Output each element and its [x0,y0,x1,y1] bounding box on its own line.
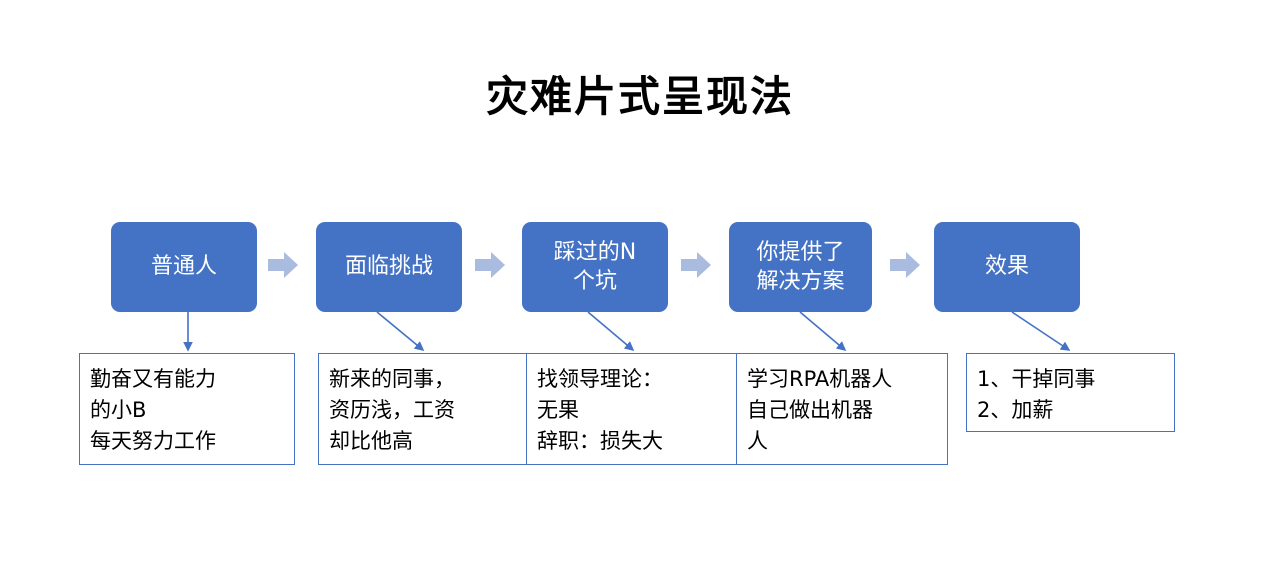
stage-box-普通人[interactable]: 普通人 [111,222,257,312]
connector-5 [1011,311,1071,351]
connector-3 [587,311,635,352]
detail-box-4[interactable]: 学习RPA机器人 自己做出机器 人 [736,353,948,465]
detail-box-5[interactable]: 1、干掉同事 2、加薪 [966,353,1175,432]
detail-box-3[interactable]: 找领导理论： 无果 辞职：损失大 [526,353,737,465]
stage-box-效果[interactable]: 效果 [934,222,1080,312]
stage-box-踩过的N个坑[interactable]: 踩过的N 个坑 [522,222,668,312]
chevron-right-icon [266,248,300,282]
detail-box-1[interactable]: 勤奋又有能力 的小B 每天努力工作 [79,353,295,465]
stage-box-面临挑战[interactable]: 面临挑战 [316,222,462,312]
detail-box-2[interactable]: 新来的同事， 资历浅，工资 却比他高 [318,353,527,465]
connector-4 [799,311,847,352]
connector-2 [376,311,425,352]
chevron-right-icon [888,248,922,282]
chevron-right-icon [473,248,507,282]
chevron-right-icon [679,248,713,282]
page-title: 灾难片式呈现法 [485,72,794,121]
stage-box-你提供了解决方案[interactable]: 你提供了 解决方案 [729,222,872,312]
